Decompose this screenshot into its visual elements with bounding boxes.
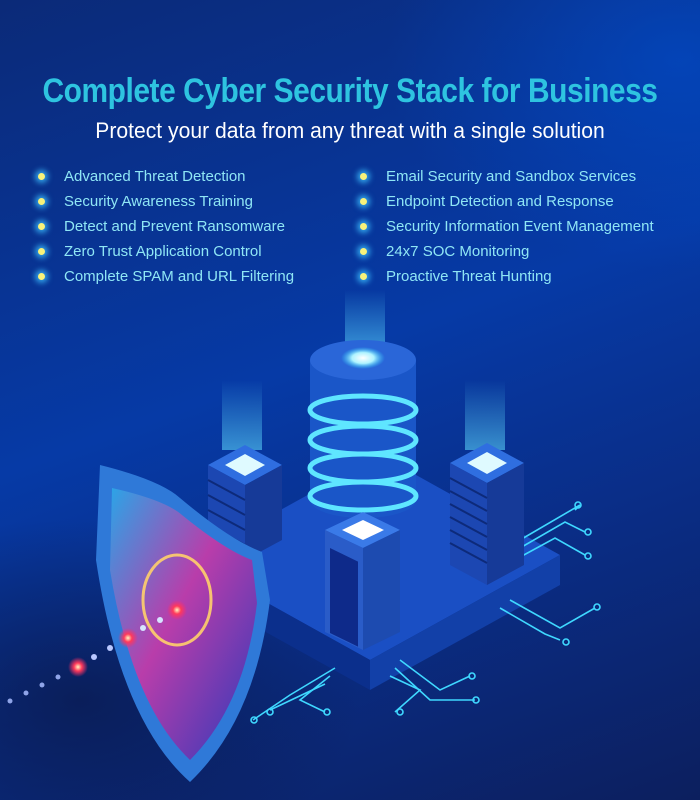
page-subtitle: Protect your data from any threat with a…	[95, 118, 605, 143]
bullet-icon	[38, 198, 45, 205]
feature-item: Security Information Event Management	[360, 214, 654, 239]
bullet-icon	[360, 198, 367, 205]
server-tower-icon	[325, 512, 400, 650]
server-rack-icon	[449, 443, 524, 585]
bullet-icon	[360, 173, 367, 180]
feature-item: Security Awareness Training	[38, 189, 294, 214]
feature-item: Zero Trust Application Control	[38, 239, 294, 264]
bullet-icon	[360, 248, 367, 255]
bullet-icon	[360, 223, 367, 230]
threat-target-icon	[141, 553, 213, 647]
bullet-icon	[360, 273, 367, 280]
feature-item: Detect and Prevent Ransomware	[38, 214, 294, 239]
feature-item: Email Security and Sandbox Services	[360, 164, 654, 189]
database-cylinder-icon	[307, 340, 419, 518]
feature-list-right: Email Security and Sandbox Services Endp…	[360, 164, 654, 289]
threat-path	[7, 600, 187, 704]
circuit-node-icons	[250, 501, 601, 724]
feature-item: Endpoint Detection and Response	[360, 189, 654, 214]
light-beam	[222, 380, 262, 450]
shield-icon	[96, 465, 270, 782]
light-beam	[345, 290, 385, 350]
feature-item: Proactive Threat Hunting	[360, 264, 654, 289]
feature-item: Advanced Threat Detection	[38, 164, 294, 189]
security-illustration	[7, 290, 601, 782]
circuit-lines-icon	[252, 504, 596, 721]
feature-item: Complete SPAM and URL Filtering	[38, 264, 294, 289]
page-title: Complete Cyber Security Stack for Busine…	[42, 72, 658, 110]
light-beam	[465, 380, 505, 450]
feature-item: 24x7 SOC Monitoring	[360, 239, 654, 264]
bullet-icon	[38, 248, 45, 255]
feature-list-left: Advanced Threat Detection Security Aware…	[38, 164, 294, 289]
bullet-icon	[38, 273, 45, 280]
bullet-icon	[38, 223, 45, 230]
bullet-icon	[38, 173, 45, 180]
